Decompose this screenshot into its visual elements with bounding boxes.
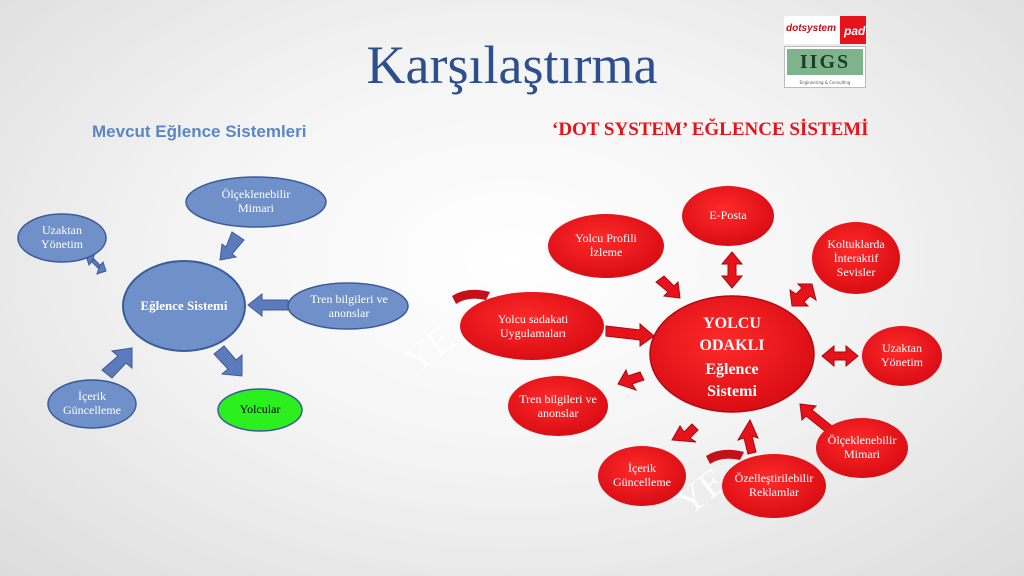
- node-scalable: [185, 176, 327, 228]
- node-loyalty: [460, 292, 604, 360]
- label-center-line2: ODAKLI: [699, 336, 765, 354]
- label-content: İçerik Güncelleme: [63, 389, 121, 417]
- iigs-tagline: Engineering & Consulting: [799, 80, 851, 85]
- dotsystem-logo-graphic: [784, 16, 866, 44]
- dotsystem-logo: dotsystem pad: [784, 16, 866, 44]
- label-center-line3: Eğlence: [705, 360, 759, 378]
- node-train-r: [508, 376, 608, 436]
- pad-logo-text: pad: [844, 24, 866, 38]
- label-scalable-r: Ölçeklenebilir Mimari: [827, 433, 897, 461]
- label-center-line4: Sistemi: [707, 382, 757, 400]
- arrow-email-center: [720, 251, 744, 289]
- label-center-line1: YOLCU: [703, 314, 761, 332]
- arrow-content-to-center: [101, 347, 133, 379]
- label-center-eglence: Eğlence Sistemi: [140, 297, 228, 313]
- arrow-profile-center: [655, 275, 681, 299]
- node-content-r: [598, 446, 686, 506]
- node-profile: [548, 214, 664, 278]
- iigs-logo-text: IIGS: [787, 49, 863, 75]
- node-remote-r: [862, 326, 942, 386]
- node-scalable-r: [816, 418, 908, 478]
- node-content: [47, 379, 137, 429]
- label-ads: Özelleştirilebilir Reklamlar: [734, 471, 814, 499]
- decorative-swoosh: [452, 289, 490, 304]
- dot-logo-text: dotsystem: [786, 23, 837, 34]
- node-center-yolcu: [649, 295, 815, 413]
- label-loyalty: Yolcu sadakati Uygulamaları: [497, 312, 569, 340]
- node-train: [287, 282, 409, 330]
- label-seats: Koltuklarda İnteraktif Sevisler: [827, 237, 885, 279]
- label-remote-r: Uzaktan Yönetim: [881, 341, 923, 369]
- node-center-eglence: [122, 260, 246, 352]
- label-remote: Uzaktan Yönetim: [41, 223, 83, 251]
- node-email: [682, 186, 774, 246]
- arrow-loyalty-center: [605, 322, 655, 347]
- left-heading: Mevcut Eğlence Sistemleri: [92, 122, 307, 141]
- arrow-scalable-center-r: [799, 403, 833, 433]
- label-content-r: İçerik Güncelleme: [613, 461, 671, 489]
- arrow-train-center-r: [617, 368, 645, 391]
- label-scalable: Ölçeklenebilir Mimari: [221, 187, 291, 215]
- node-seats: [812, 222, 900, 294]
- arrow-scalable-to-center: [219, 231, 245, 261]
- decorative-swoosh: [706, 449, 744, 464]
- iigs-logo: IIGS Engineering & Consulting: [784, 46, 866, 88]
- node-ads: [722, 454, 826, 518]
- label-passengers: Yolcular: [239, 402, 281, 417]
- node-passengers: [217, 388, 303, 432]
- label-profile: Yolcu Profili İzleme: [575, 231, 637, 259]
- arrow-content-center-r: [671, 423, 699, 443]
- arrow-center-to-passengers: [213, 345, 243, 377]
- arrow-ads-center: [736, 418, 759, 455]
- label-train-r: Tren bilgileri ve anonslar: [519, 392, 597, 420]
- arrow-remote-center-r: [821, 344, 859, 368]
- arrow-train-to-center: [247, 292, 289, 318]
- page-title: Karşılaştırma: [366, 35, 658, 95]
- label-train: Tren bilgileri ve anonslar: [310, 292, 388, 320]
- node-remote: [17, 213, 107, 263]
- arrow-seats-center: [789, 283, 817, 307]
- label-email: E-Posta: [709, 208, 747, 223]
- arrow-remote-center: [85, 252, 107, 275]
- right-heading: ‘DOT SYSTEM’ EĞLENCE SİSTEMİ: [552, 119, 869, 140]
